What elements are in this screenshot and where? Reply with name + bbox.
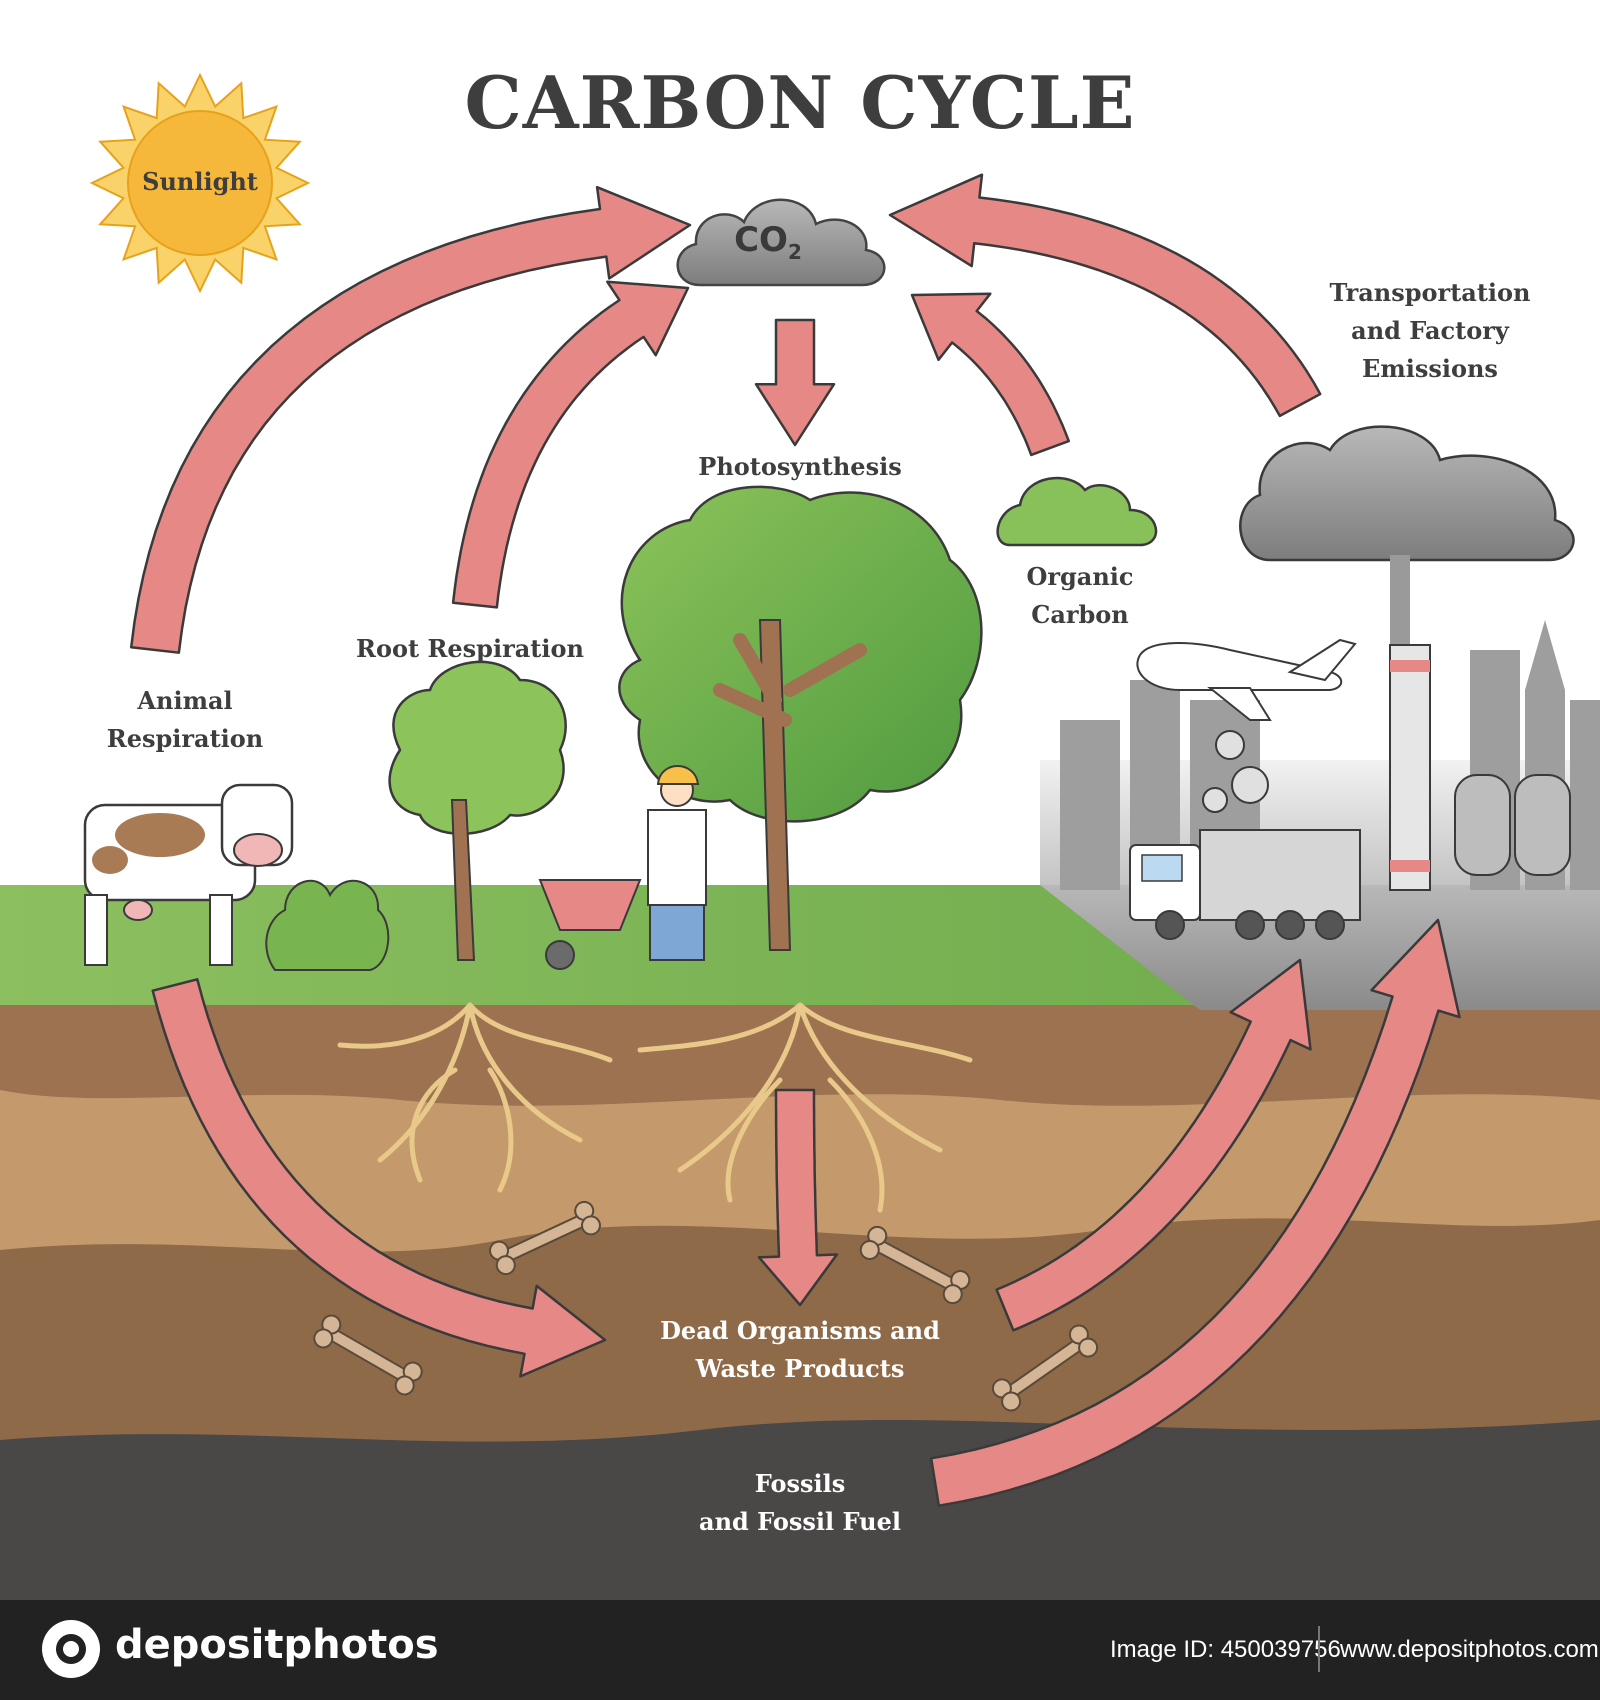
fossils-label: Fossils and Fossil Fuel xyxy=(640,1465,960,1541)
soil-top-layer xyxy=(0,1000,1600,1106)
transportation-label: Transportation and Factory Emissions xyxy=(1270,274,1590,388)
cow xyxy=(83,783,294,966)
depositphotos-logo-icon xyxy=(42,1620,100,1678)
co2-cloud-icon xyxy=(676,198,886,287)
arrow-organic-carbon xyxy=(910,292,1071,457)
transportation-line-3: Emissions xyxy=(1362,354,1498,383)
organic-carbon-label: Organic Carbon xyxy=(990,558,1170,634)
airplane xyxy=(1136,638,1357,721)
sun-icon xyxy=(89,72,311,294)
fossils-line-1: Fossils xyxy=(754,1469,846,1498)
arrow-fossil-fuel-to-industry xyxy=(929,918,1461,1507)
fossils-line-2: and Fossil Fuel xyxy=(699,1507,901,1536)
truck xyxy=(1129,829,1361,940)
website-link[interactable]: www.depositphotos.com xyxy=(1340,1636,1599,1663)
arrow-tree-to-dead-organisms xyxy=(757,1088,839,1307)
sunlight-label: Sunlight xyxy=(142,167,258,196)
factory-smoke-cloud xyxy=(1239,425,1575,645)
arrow-photosynthesis xyxy=(754,318,836,447)
arrow-factory-emissions xyxy=(888,173,1322,418)
root-respiration-label: Root Respiration xyxy=(356,634,584,663)
arrow-animal-respiration xyxy=(129,185,692,654)
animal-respiration-line-1: Animal xyxy=(137,686,233,715)
factory-chimney xyxy=(1389,644,1431,891)
footer-bar: depositphotos Image ID: 450039756 www.de… xyxy=(0,1600,1600,1700)
animal-respiration-label: Animal Respiration xyxy=(70,682,300,758)
co2-label: CO2 xyxy=(708,220,828,264)
dead-organisms-label: Dead Organisms and Waste Products xyxy=(600,1312,1000,1388)
farmer-with-wheelbarrow xyxy=(538,765,707,970)
image-id: Image ID: 450039756 xyxy=(1110,1636,1341,1663)
bush xyxy=(265,879,390,971)
dead-organisms-line-2: Waste Products xyxy=(695,1354,905,1383)
transportation-line-1: Transportation xyxy=(1329,278,1531,307)
animal-respiration-line-2: Respiration xyxy=(106,724,264,753)
brand-name: depositphotos xyxy=(115,1622,439,1668)
transportation-line-2: and Factory xyxy=(1351,316,1509,345)
footer-separator xyxy=(1318,1626,1320,1672)
cycle-arrows xyxy=(129,173,1461,1507)
tree-roots xyxy=(337,1002,973,1213)
bones xyxy=(313,1200,1099,1412)
photosynthesis-label: Photosynthesis xyxy=(698,452,902,481)
arrow-decay-to-industry xyxy=(995,958,1312,1332)
small-tree xyxy=(388,660,567,961)
co2-subscript: 2 xyxy=(787,239,802,264)
organic-carbon-line-2: Carbon xyxy=(1031,600,1129,629)
dead-organisms-line-1: Dead Organisms and xyxy=(660,1316,940,1345)
arrow-animal-to-dead-organisms xyxy=(151,978,607,1378)
diagram-title: CARBON CYCLE xyxy=(464,60,1136,145)
co2-main: CO xyxy=(734,220,788,260)
arrow-root-respiration xyxy=(451,280,690,609)
organic-carbon-line-1: Organic xyxy=(1026,562,1134,591)
organic-carbon-bush xyxy=(996,476,1158,547)
fossil-layer xyxy=(0,1420,1600,1600)
storage-tanks xyxy=(1454,774,1571,876)
exhaust-puffs xyxy=(1202,730,1269,813)
